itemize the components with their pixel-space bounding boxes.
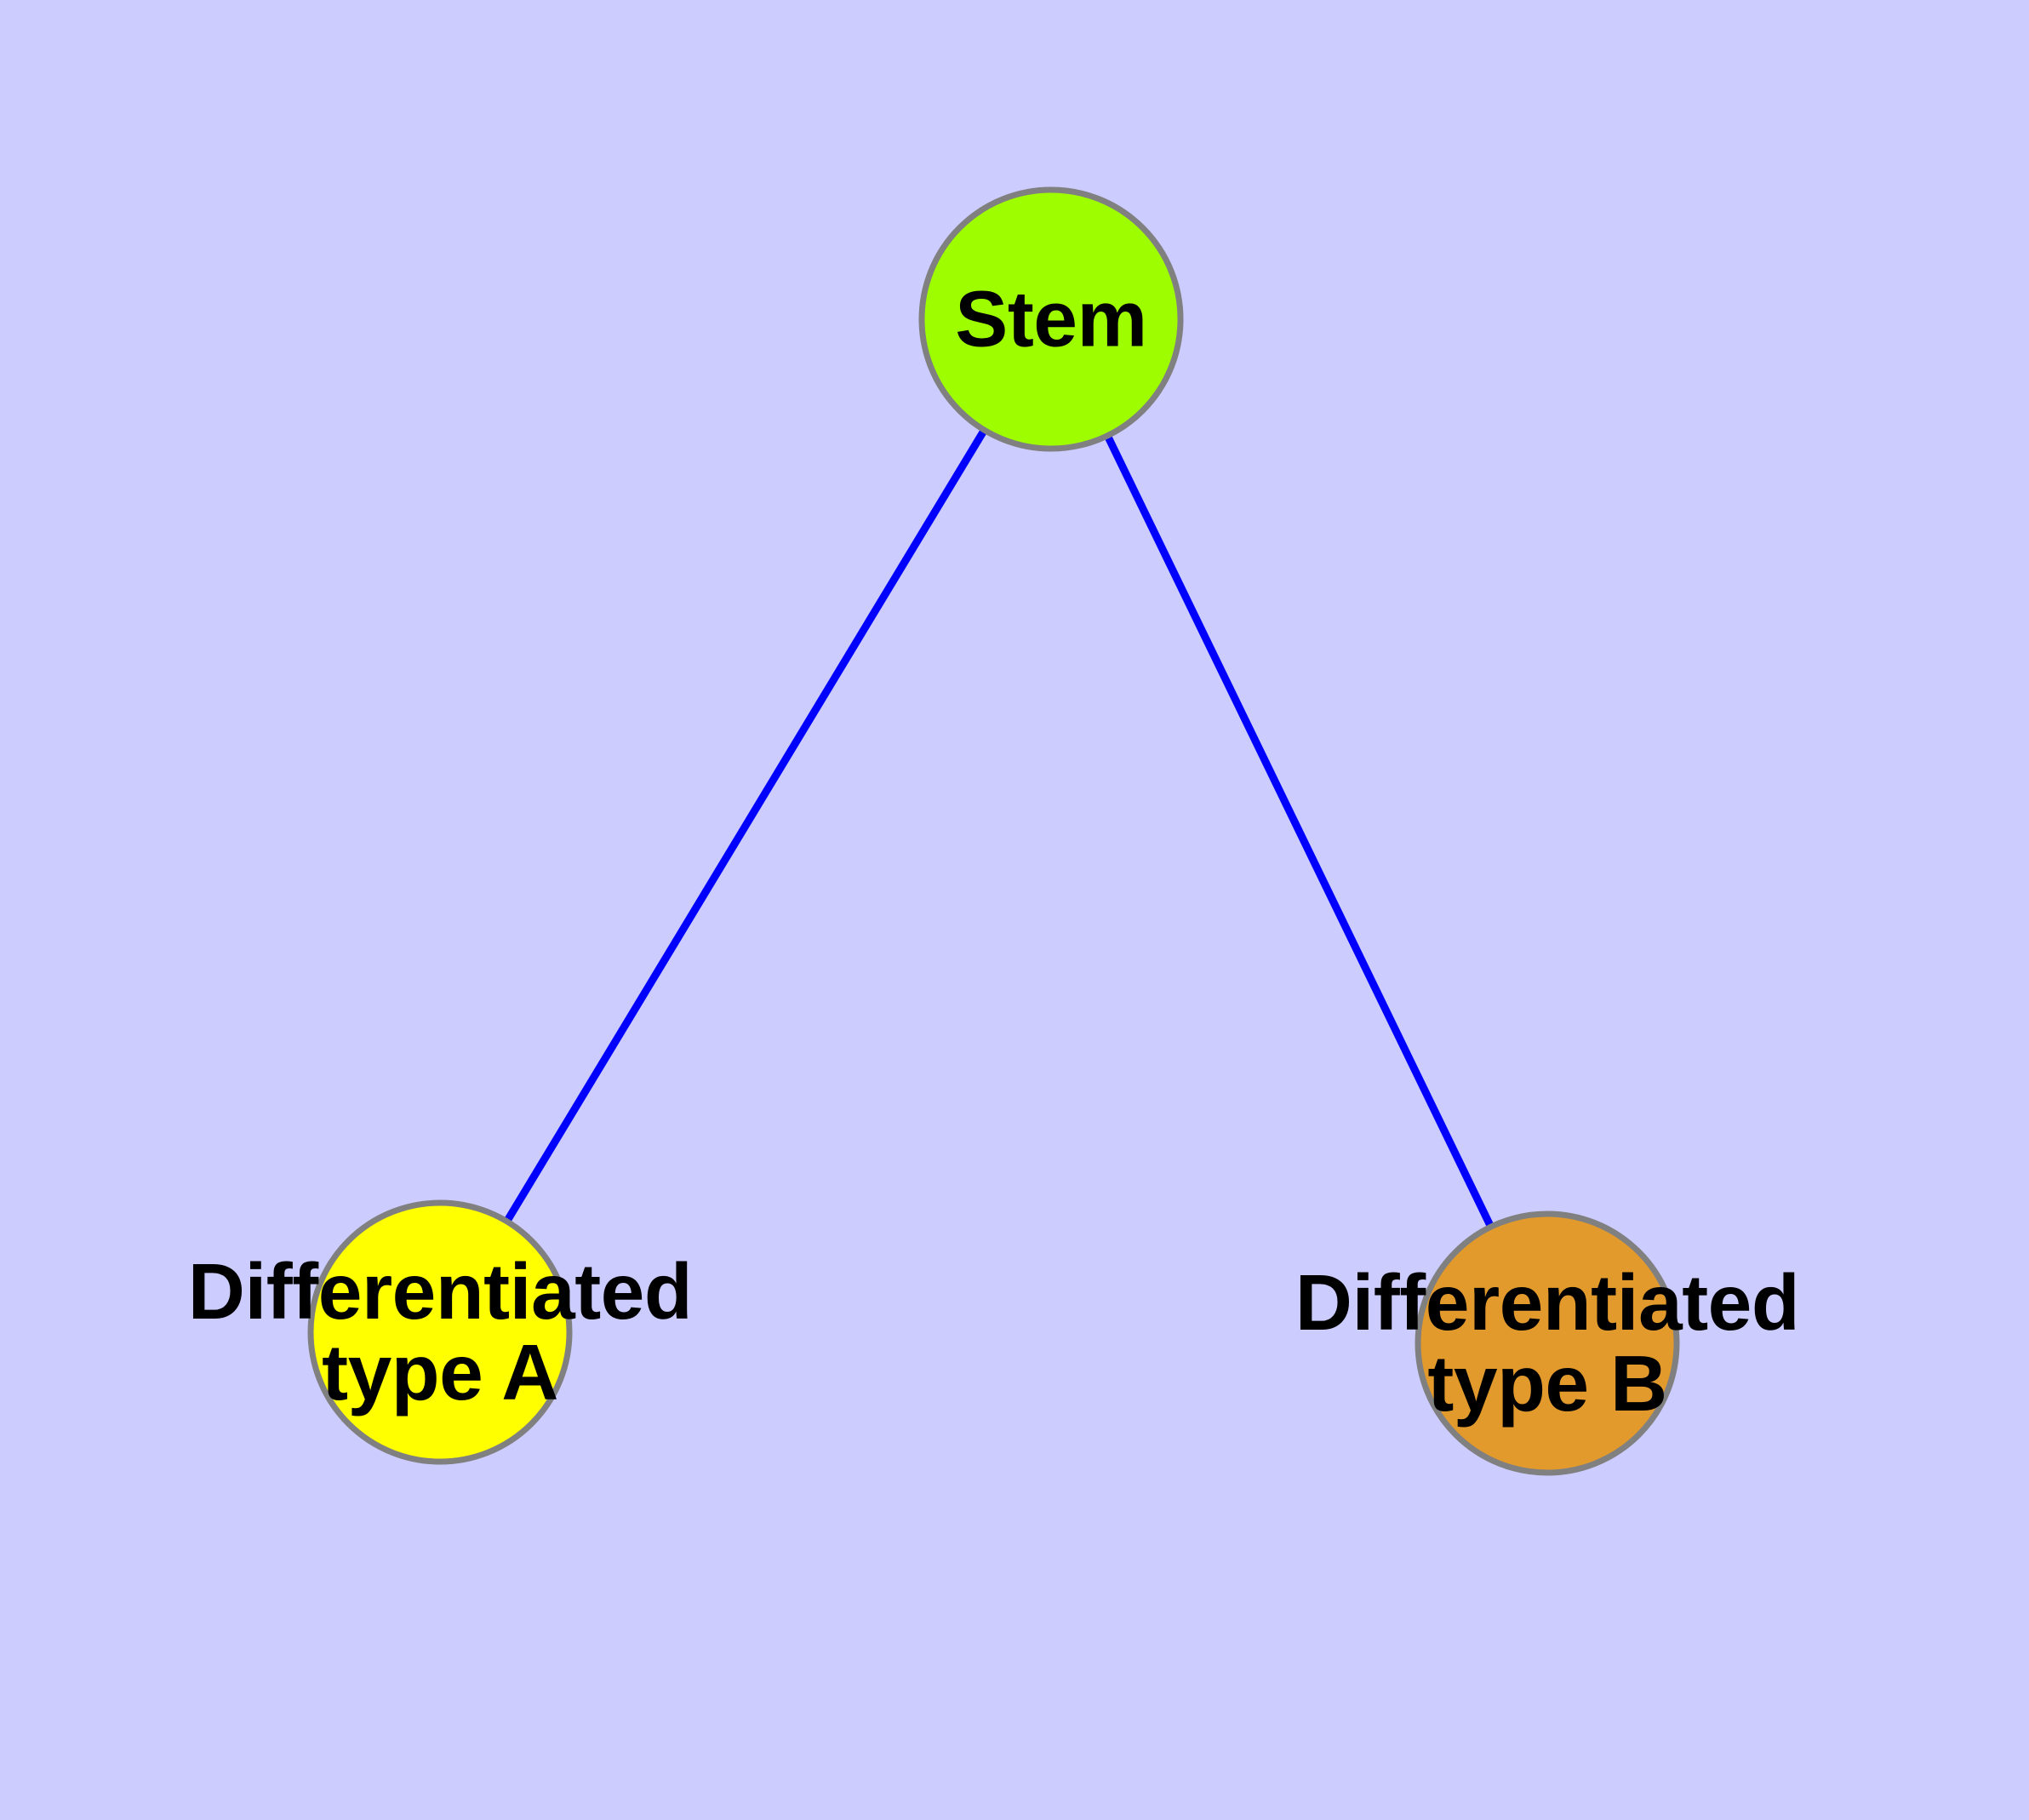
edge-layer <box>503 427 1495 1229</box>
graph-node-diff_b[interactable] <box>1415 1210 1680 1476</box>
node-layer <box>307 186 1680 1476</box>
graph-edge-stem-to-diff_b[interactable] <box>1104 433 1495 1229</box>
graph-edge-stem-to-diff_a[interactable] <box>503 427 988 1224</box>
graph-node-diff_a[interactable] <box>307 1199 573 1465</box>
graph-node-stem[interactable] <box>918 186 1184 452</box>
